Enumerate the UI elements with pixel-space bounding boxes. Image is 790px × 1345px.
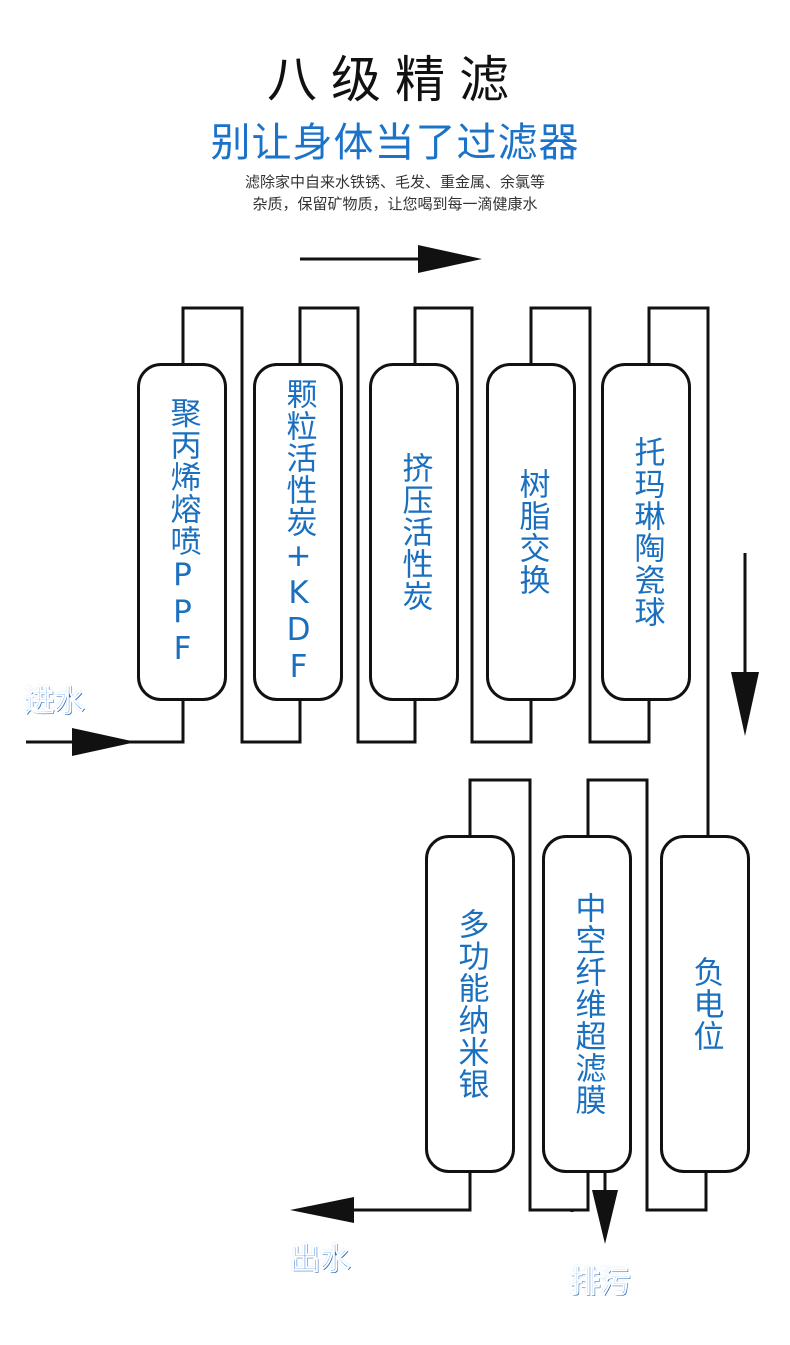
filter-label: 托玛琳陶瓷球 [628,436,665,628]
arrow-drain [592,1190,618,1244]
filter-label: 多功能纳米银 [452,908,489,1100]
drain-label: 排污 [570,1265,631,1301]
filter-extruded-carbon: 挤压活性炭 [369,363,459,701]
filter-hollow-fiber-uf: 中空纤维超滤膜 [542,835,632,1173]
filter-granular-carbon-kdf: 颗粒活性炭+KDF [253,363,343,701]
filter-resin-exchange: 树脂交换 [486,363,576,701]
flow-arrows [26,245,759,1244]
filter-negative-potential: 负电位 [660,835,750,1173]
filter-label: 树脂交换 [513,468,550,596]
filter-label: 负电位 [687,956,724,1052]
filter-tourmaline-ceramic: 托玛琳陶瓷球 [601,363,691,701]
inlet-label: 进水 [24,684,85,720]
page-subtitle: 别让身体当了过滤器 [210,120,580,166]
arrow-top-right [418,245,482,273]
page-title: 八级精滤 [267,51,523,109]
filter-label: 中空纤维超滤膜 [569,892,606,1116]
filter-label: 聚丙烯熔喷PPF [164,396,201,668]
pipe-bottom-row [324,778,708,1212]
arrow-inlet [72,728,136,756]
filter-nano-silver: 多功能纳米银 [425,835,515,1173]
arrow-down-right [731,672,759,736]
outlet-label: 出水 [290,1242,351,1278]
arrow-outlet [290,1197,354,1223]
filter-label: 挤压活性炭 [396,452,433,612]
filter-ppf: 聚丙烯熔喷PPF [137,363,227,701]
filter-label: 颗粒活性炭+KDF [280,378,317,686]
description-line-2: 杂质，保留矿物质，让您喝到每一滴健康水 [252,195,538,213]
description-line-1: 滤除家中自来水铁锈、毛发、重金属、余氯等 [244,173,545,191]
